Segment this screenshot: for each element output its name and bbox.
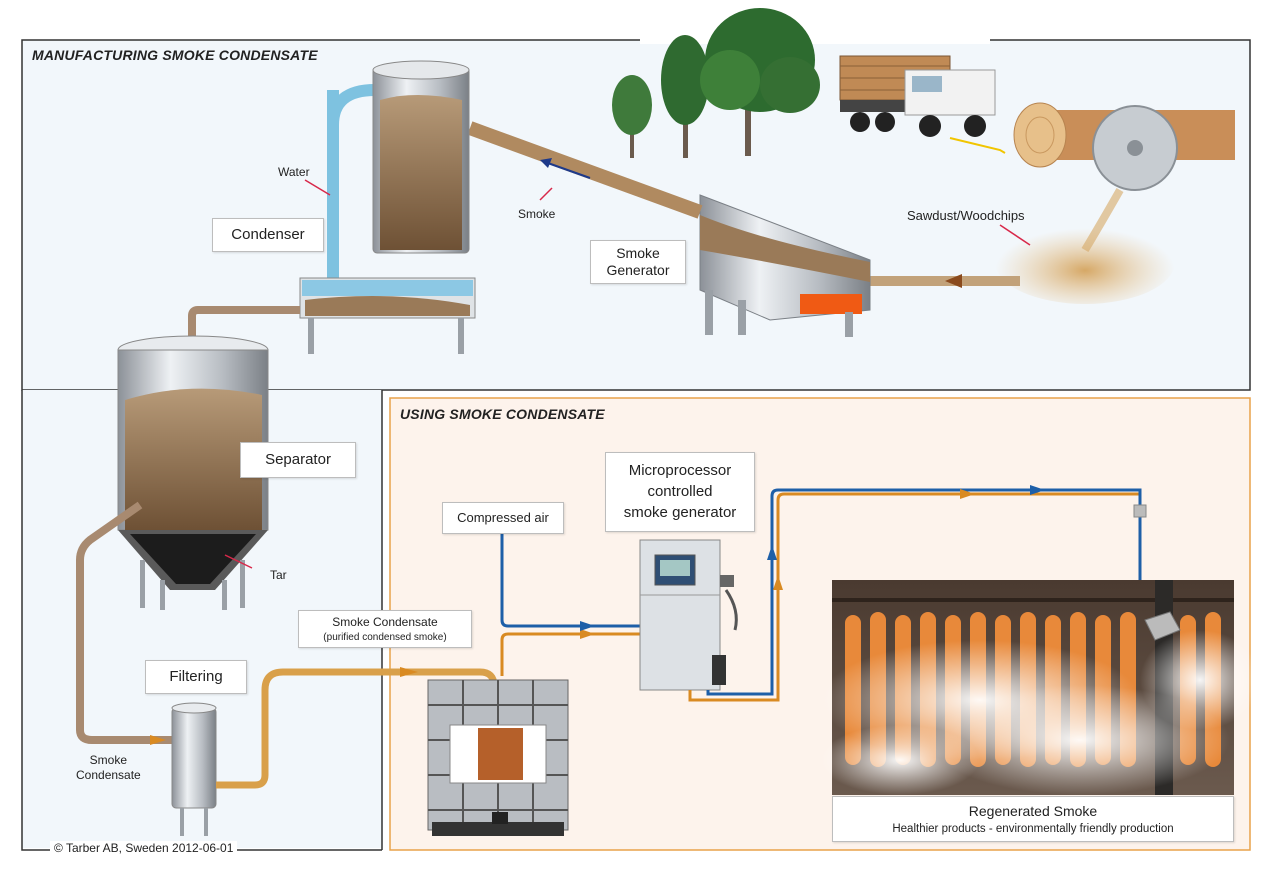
water-label: Water xyxy=(278,165,310,179)
smoke-generator-illustration xyxy=(699,194,871,337)
smoke-generator-line2: Generator xyxy=(606,262,670,278)
compressed-air-label-box: Compressed air xyxy=(442,502,564,534)
filtering-label: Filtering xyxy=(169,668,223,685)
using-section-title: USING SMOKE CONDENSATE xyxy=(400,406,605,422)
ibc-tank-illustration xyxy=(427,679,569,836)
smoke-duct xyxy=(467,121,703,219)
smoke-condensate-left-line1: Smoke xyxy=(89,753,128,767)
separator-label-box: Separator xyxy=(240,442,356,478)
smoke-condensate-label-box: Smoke Condensate (purified condensed smo… xyxy=(298,610,472,648)
sawdust-pile xyxy=(995,220,1175,304)
condenser-label-box: Condenser xyxy=(212,218,324,252)
smoke-condensate-left-line2: Condensate xyxy=(76,768,141,782)
pipe-separator-to-filter xyxy=(76,501,172,744)
smoke-generator-line1: Smoke xyxy=(616,245,660,261)
smoke-condensate-left-label: Smoke Condensate xyxy=(76,753,141,783)
top-border-gap xyxy=(640,36,990,44)
separator-illustration xyxy=(117,335,269,610)
microprocessor-unit-illustration xyxy=(639,539,738,691)
manufacturing-section-title: MANUFACTURING SMOKE CONDENSATE xyxy=(32,47,318,63)
condenser-illustration xyxy=(299,60,476,354)
compressed-air-label: Compressed air xyxy=(457,510,549,525)
regenerated-smoke-photo xyxy=(820,580,1260,795)
logging-truck-illustration xyxy=(839,55,1006,154)
orange-line-to-factory xyxy=(688,492,1140,702)
separator-label: Separator xyxy=(265,451,331,468)
regenerated-smoke-caption: Regenerated Smoke Healthier products - e… xyxy=(832,796,1234,842)
smoke-generator-label-box: Smoke Generator xyxy=(590,240,686,284)
sawdust-label: Sawdust/Woodchips xyxy=(907,208,1025,223)
smoke-flow-arrow-line xyxy=(544,161,591,179)
filtering-label-box: Filtering xyxy=(145,660,247,694)
microprocessor-label-box: Microprocessor controlled smoke generato… xyxy=(605,452,755,532)
pipe-filter-to-tank xyxy=(216,668,498,789)
filter-illustration xyxy=(171,702,217,836)
blue-line-compressed-air xyxy=(500,532,640,628)
sawdust-flow-arrow xyxy=(945,274,962,288)
smoke-label: Smoke xyxy=(518,207,556,221)
orange-line-tank-to-generator xyxy=(500,632,640,676)
microprocessor-line2: controlled xyxy=(647,483,713,500)
tar-label: Tar xyxy=(270,568,287,582)
microprocessor-line3: smoke generator xyxy=(623,504,737,521)
manufacturing-left-border xyxy=(21,390,382,851)
copyright-footer: © Tarber AB, Sweden 2012-06-01 xyxy=(50,841,238,855)
smoke-condensate-box-line1: Smoke Condensate xyxy=(332,615,438,629)
blue-line-to-factory xyxy=(706,488,1142,696)
pipe-condenser-to-separator xyxy=(188,306,300,348)
callout-lines xyxy=(224,179,1031,569)
trees-illustration xyxy=(612,8,820,158)
log-and-saw-illustration xyxy=(1013,102,1235,191)
microprocessor-line1: Microprocessor xyxy=(628,462,732,479)
condenser-label: Condenser xyxy=(231,226,305,243)
regenerated-smoke-title: Regenerated Smoke xyxy=(968,803,1098,819)
smoke-condensate-box-line2: (purified condensed smoke) xyxy=(323,632,447,643)
regenerated-smoke-subtitle: Healthier products - environmentally fri… xyxy=(892,823,1174,835)
